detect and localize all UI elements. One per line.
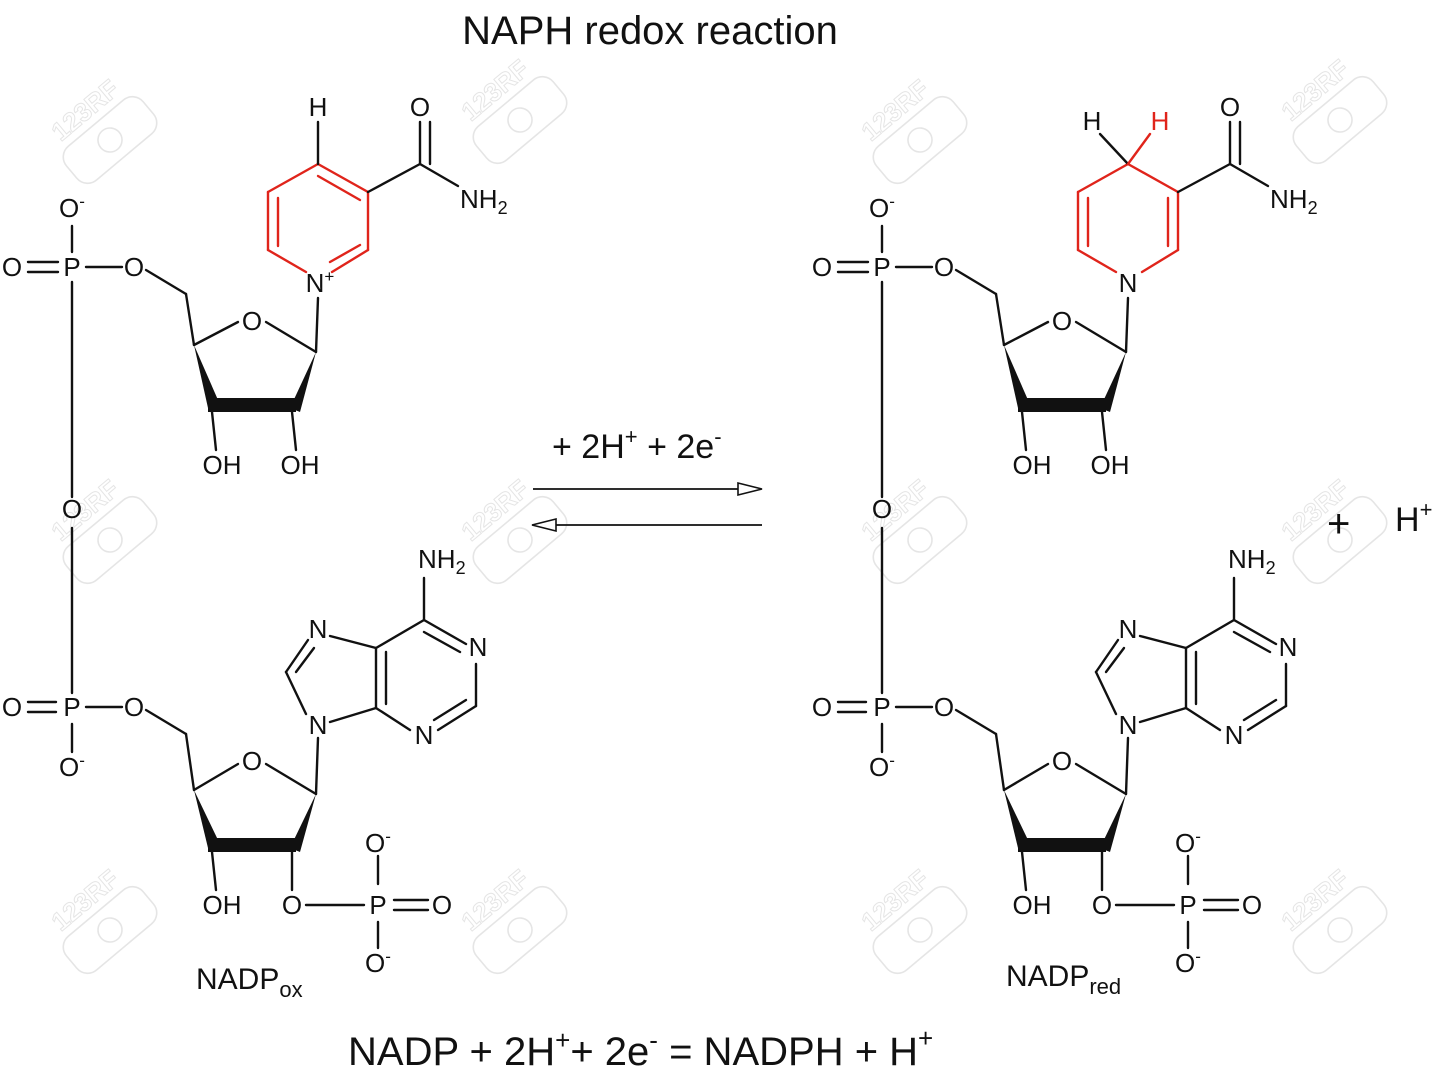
phosphate-oxygen: O xyxy=(1242,890,1262,920)
hydroxyl-group: OH xyxy=(203,450,242,480)
hydroxyl-group: OH xyxy=(1013,450,1052,480)
equilibrium-arrows xyxy=(531,481,763,533)
ribose-ring-oxygen: O xyxy=(1052,306,1072,336)
carbonyl-oxygen: O xyxy=(410,92,430,122)
bridging-oxygen: O xyxy=(872,494,892,524)
ribose-ring-oxygen: O xyxy=(242,746,262,776)
watermark-badge: 123RF xyxy=(855,473,968,585)
phosphate-oxygen-anion: O- xyxy=(365,827,391,858)
proton-plus-sign: + xyxy=(1327,502,1350,546)
watermark-badge: 123RF xyxy=(45,73,158,185)
ester-oxygen: O xyxy=(124,692,144,722)
phosphate-oxygen-anion: O- xyxy=(869,192,895,223)
watermark-badge: 123RF xyxy=(1275,53,1388,165)
phosphorus-atom: P xyxy=(63,692,80,722)
ester-oxygen: O xyxy=(124,252,144,282)
adenine-n3: N xyxy=(1225,720,1244,750)
phosphate-oxygen-anion: O- xyxy=(59,192,85,223)
hydroxyl-group: OH xyxy=(203,890,242,920)
phosphate-oxygen-anion: O- xyxy=(869,751,895,782)
phosphate-oxygen-anion: O- xyxy=(1175,947,1201,978)
ribose-ring-oxygen: O xyxy=(1052,746,1072,776)
ester-oxygen: O xyxy=(934,692,954,722)
adenine-n9: N xyxy=(1119,710,1138,740)
watermark-badge: 123RF xyxy=(855,863,968,975)
adenine-amino-group: NH2 xyxy=(1228,544,1276,578)
amide-nh2: NH2 xyxy=(460,184,508,218)
watermark-badge: 123RF xyxy=(45,473,158,585)
diagram-title: NAPH redox reaction xyxy=(462,9,838,53)
proton-product: H+ xyxy=(1395,497,1432,539)
amide-nh2: NH2 xyxy=(1270,184,1318,218)
hydroxyl-group: OH xyxy=(1013,890,1052,920)
nadp-oxidized-label: NADPox xyxy=(196,963,303,1002)
watermark-badge: 123RF xyxy=(855,73,968,185)
ribose-ring-oxygen: O xyxy=(242,306,262,336)
phosphate-oxygen-anion: O- xyxy=(59,751,85,782)
added-hydride-hydrogen: H xyxy=(1151,106,1170,136)
adenine-n1: N xyxy=(469,632,488,662)
pyridinium-nitrogen: N+ xyxy=(306,267,335,298)
adenine-n3: N xyxy=(415,720,434,750)
phosphate-oxygen: O xyxy=(812,252,832,282)
watermark-badge: 123RF xyxy=(45,863,158,975)
phosphate-oxygen: O xyxy=(432,890,452,920)
watermark-badge: 123RF xyxy=(455,863,568,975)
hydroxyl-group: OH xyxy=(281,450,320,480)
bridging-oxygen: O xyxy=(62,494,82,524)
phosphorus-atom: P xyxy=(873,692,890,722)
phosphate-oxygen-anion: O- xyxy=(365,947,391,978)
reaction-conditions: + 2H+ + 2e- xyxy=(552,424,722,466)
adenine-amino-group: NH2 xyxy=(418,544,466,578)
hydroxyl-group: OH xyxy=(1091,450,1130,480)
phosphate-ester-oxygen: O xyxy=(282,890,302,920)
watermark-badge: 123RF xyxy=(455,53,568,165)
phosphorus-atom: P xyxy=(63,252,80,282)
overall-equation: NADP + 2H++ 2e- = NADPH + H+ xyxy=(348,1023,933,1074)
adenine-n9: N xyxy=(309,710,328,740)
ring-hydrogen: H xyxy=(1083,106,1102,136)
phosphorus-atom: P xyxy=(369,890,386,920)
phosphate-ester-oxygen: O xyxy=(1092,890,1112,920)
phosphate-oxygen: O xyxy=(2,692,22,722)
adenine-n1: N xyxy=(1279,632,1298,662)
phosphate-oxygen: O xyxy=(2,252,22,282)
phosphate-oxygen: O xyxy=(812,692,832,722)
phosphorus-atom: P xyxy=(1179,890,1196,920)
nadp-reduced-label: NADPred xyxy=(1006,960,1121,999)
adenine-n7: N xyxy=(1119,614,1138,644)
carbonyl-oxygen: O xyxy=(1220,92,1240,122)
dihydropyridine-nitrogen: N xyxy=(1119,268,1138,298)
adenine-n7: N xyxy=(309,614,328,644)
ring-hydrogen: H xyxy=(309,92,328,122)
phosphate-oxygen-anion: O- xyxy=(1175,827,1201,858)
phosphorus-atom: P xyxy=(873,252,890,282)
ester-oxygen: O xyxy=(934,252,954,282)
watermark-badge: 123RF xyxy=(1275,863,1388,975)
